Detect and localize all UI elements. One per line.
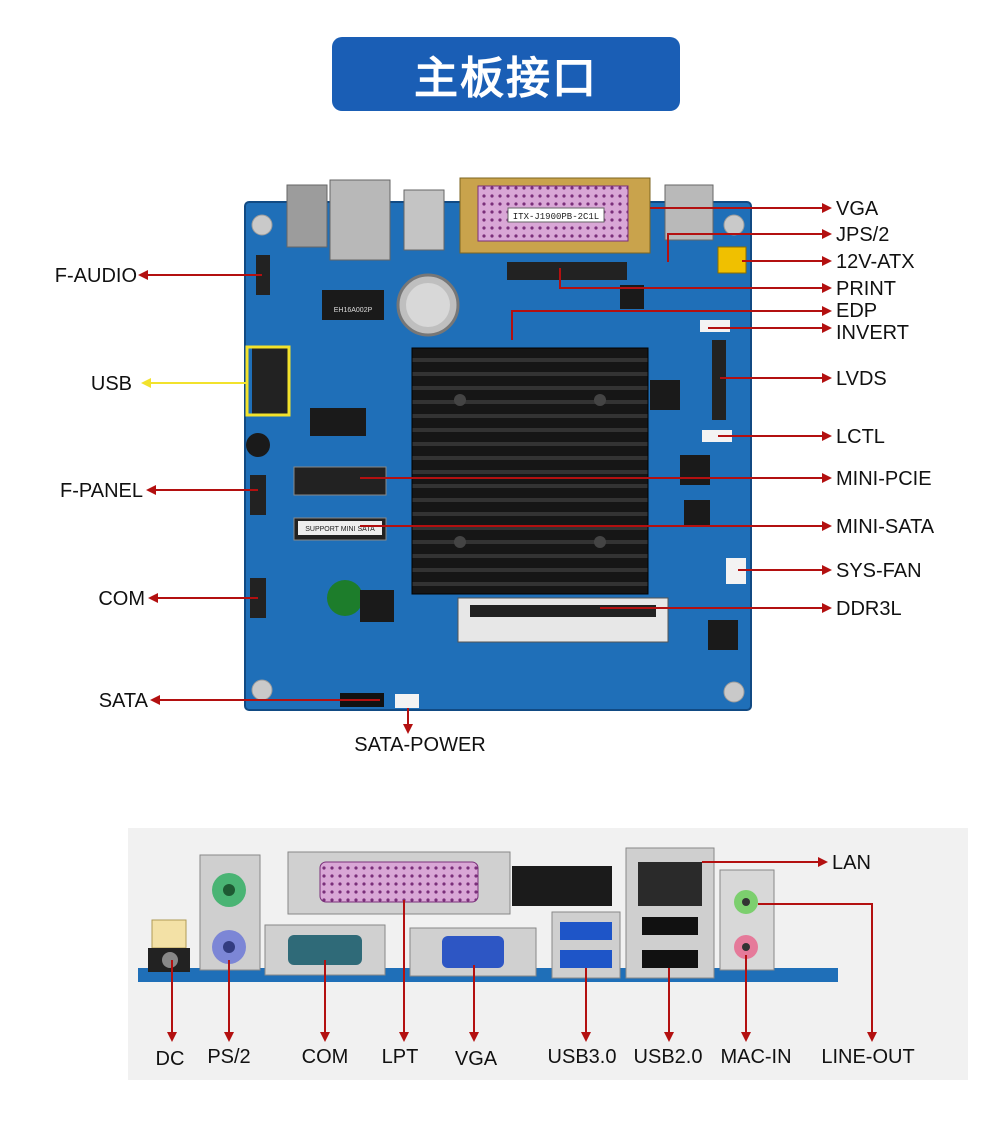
atx-power-connector — [717, 246, 747, 274]
title-banner: 主板接口 — [332, 37, 680, 111]
lvds-header — [712, 340, 726, 420]
label-jps2: JPS/2 — [836, 224, 889, 246]
lan-port — [638, 862, 702, 906]
vga-port — [442, 936, 504, 968]
label-print: PRINT — [836, 278, 896, 300]
mount-hole — [251, 214, 273, 236]
usb3-port-top — [560, 922, 612, 940]
lan-connector — [329, 179, 391, 261]
label-dc: DC — [156, 1048, 185, 1070]
usb-highlight-box — [245, 345, 291, 417]
usb-header — [252, 346, 290, 414]
mount-hole — [723, 214, 745, 236]
label-mini-pcie: MINI-PCIE — [836, 468, 932, 490]
label-usb2: USB2.0 — [634, 1046, 703, 1068]
label-invert: INVERT — [836, 322, 909, 344]
label-mini-sata: MINI-SATA — [836, 516, 935, 538]
label-12v-atx: 12V-ATX — [836, 251, 915, 273]
label-lan: LAN — [832, 852, 871, 874]
label-vga: VGA — [836, 198, 879, 220]
svg-text:EH16A002P: EH16A002P — [334, 307, 373, 314]
io-labels: LAN DC PS/2 COM LPT VGA USB3.0 USB2.0 MA… — [156, 852, 915, 1070]
label-com: COM — [98, 588, 145, 610]
usb-connector — [403, 189, 445, 251]
label-sata: SATA — [99, 690, 149, 712]
label-lpt: LPT — [382, 1046, 419, 1068]
svg-text:SUPPORT MINI SATA: SUPPORT MINI SATA — [305, 526, 375, 533]
label-mac-in: MAC-IN — [720, 1046, 791, 1068]
print-header — [507, 262, 627, 280]
audio-header — [256, 255, 270, 295]
motherboard-photo: ITX-J1900PB-2C1L EH16A002P SUPPORT MINI … — [244, 177, 752, 711]
label-io-vga: VGA — [455, 1048, 498, 1070]
usb3-port-bottom — [560, 950, 612, 968]
label-usb3: USB3.0 — [548, 1046, 617, 1068]
invert-connector — [700, 320, 730, 332]
dc-block — [151, 919, 187, 949]
label-line-out: LINE-OUT — [821, 1046, 914, 1068]
mini-pcie-slot — [293, 466, 387, 496]
mount-hole — [723, 681, 745, 703]
io-panel-photo — [138, 847, 838, 982]
chip — [322, 290, 384, 320]
usb2-port-bottom — [642, 950, 698, 968]
label-edp: EDP — [836, 300, 877, 322]
label-ps2: PS/2 — [207, 1046, 250, 1068]
sata-power-connector — [395, 694, 419, 708]
ps2-connector — [286, 184, 328, 248]
label-lctl: LCTL — [836, 426, 885, 448]
com-port — [288, 935, 362, 965]
cpu-heatsink — [411, 347, 649, 595]
label-f-audio: F-AUDIO — [55, 265, 137, 287]
label-sys-fan: SYS-FAN — [836, 560, 922, 582]
right-labels: VGA JPS/2 12V-ATX PRINT EDP INVERT LVDS … — [836, 198, 935, 620]
lpt-port — [319, 861, 479, 903]
label-f-panel: F-PANEL — [60, 480, 143, 502]
mount-hole — [251, 679, 273, 701]
jps2-arrow — [667, 229, 832, 262]
sysfan-connector — [726, 558, 746, 584]
label-io-com: COM — [302, 1046, 349, 1068]
line-out-arrow — [758, 903, 877, 1042]
label-sata-power: SATA-POWER — [354, 734, 485, 756]
panel-header — [250, 475, 266, 515]
label-lvds: LVDS — [836, 368, 887, 390]
print-arrow — [559, 268, 832, 293]
label-usb: USB — [91, 373, 132, 395]
usb2-port-top — [642, 917, 698, 935]
edp-arrow — [511, 306, 832, 340]
ddr-slot — [457, 597, 669, 643]
board-model-label: ITX-J1900PB-2C1L — [513, 212, 599, 222]
page-title: 主板接口 — [414, 53, 598, 104]
vga-connector — [664, 184, 714, 241]
left-labels: F-AUDIO USB F-PANEL COM SATA SATA-POWER — [55, 265, 486, 756]
label-ddr3l: DDR3L — [836, 598, 902, 620]
lctl-connector — [702, 430, 732, 442]
chipset — [327, 580, 363, 616]
